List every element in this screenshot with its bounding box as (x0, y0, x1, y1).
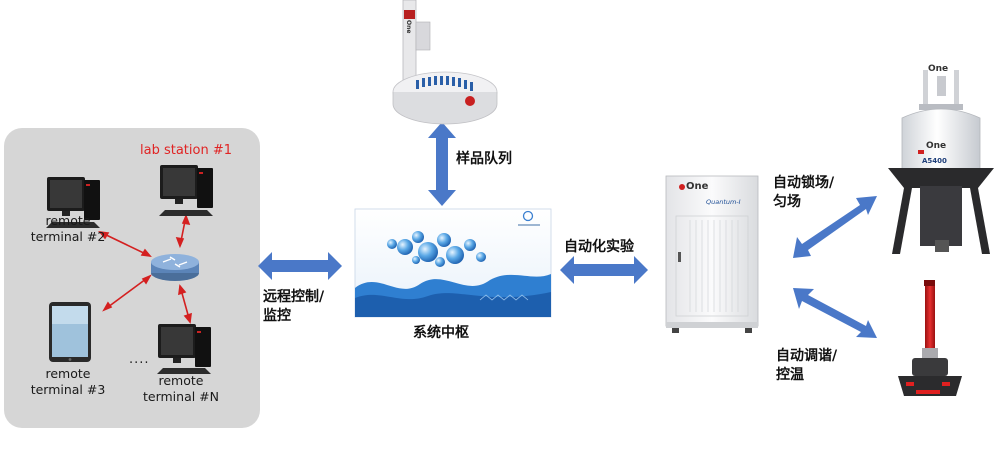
flow-arrows (258, 122, 877, 338)
system-hub-label: 系统中枢 (413, 325, 469, 341)
tablet-icon (49, 302, 91, 362)
arrow-remote-control (258, 252, 342, 280)
link-tablet-router (102, 274, 152, 312)
link-terminal2-router (98, 230, 152, 258)
more-terminals-ellipsis: .... (129, 352, 150, 367)
arrow-auto-lock (793, 196, 877, 258)
arrow-auto-tune (793, 288, 877, 338)
arrow-sample-queue (428, 122, 456, 206)
link-terminalN-router (178, 284, 192, 324)
magnet-model: A5400 (922, 157, 947, 165)
system-hub-screen (354, 208, 552, 318)
spectrometer-brand: One (686, 181, 709, 192)
auto-experiment-label: 自动化实验 (564, 239, 634, 255)
terminal-3-label: remote terminal #3 (30, 366, 106, 397)
terminal-N-label: remote terminal #N (142, 373, 219, 404)
remote-control-label: 远程控制/ 监控 (263, 289, 325, 324)
arrow-auto-experiment (560, 256, 648, 284)
autosampler-device (392, 0, 498, 125)
spectrometer-model: Quantum-I (706, 198, 741, 206)
lab-station-panel (4, 128, 260, 428)
terminal-2-label: remote terminal #2 (30, 213, 106, 244)
auto-tune-label: 自动调谐/ 控温 (776, 348, 838, 383)
link-terminal1-router (175, 213, 191, 249)
desktop-computer-icon-terminalN (157, 324, 211, 374)
magnet-device (888, 70, 994, 254)
router-icon (151, 254, 199, 281)
desktop-computer-icon-terminal1 (159, 165, 213, 216)
molecule-cluster (387, 231, 486, 267)
auto-lock-label: 自动锁场/ 匀场 (773, 175, 835, 210)
probe-device (898, 280, 962, 396)
magnet-top-brand: One (928, 64, 949, 74)
desktop-computer-icon-terminal2 (46, 177, 100, 228)
spectrometer-cabinet (665, 175, 759, 333)
magnet-brand: One (926, 141, 947, 151)
sampler-brand: One (405, 20, 412, 34)
sample-queue-label: 样品队列 (456, 151, 512, 167)
network-links (98, 213, 192, 324)
lab-station-title: lab station #1 (140, 143, 232, 158)
software-logo-icon (522, 210, 534, 222)
